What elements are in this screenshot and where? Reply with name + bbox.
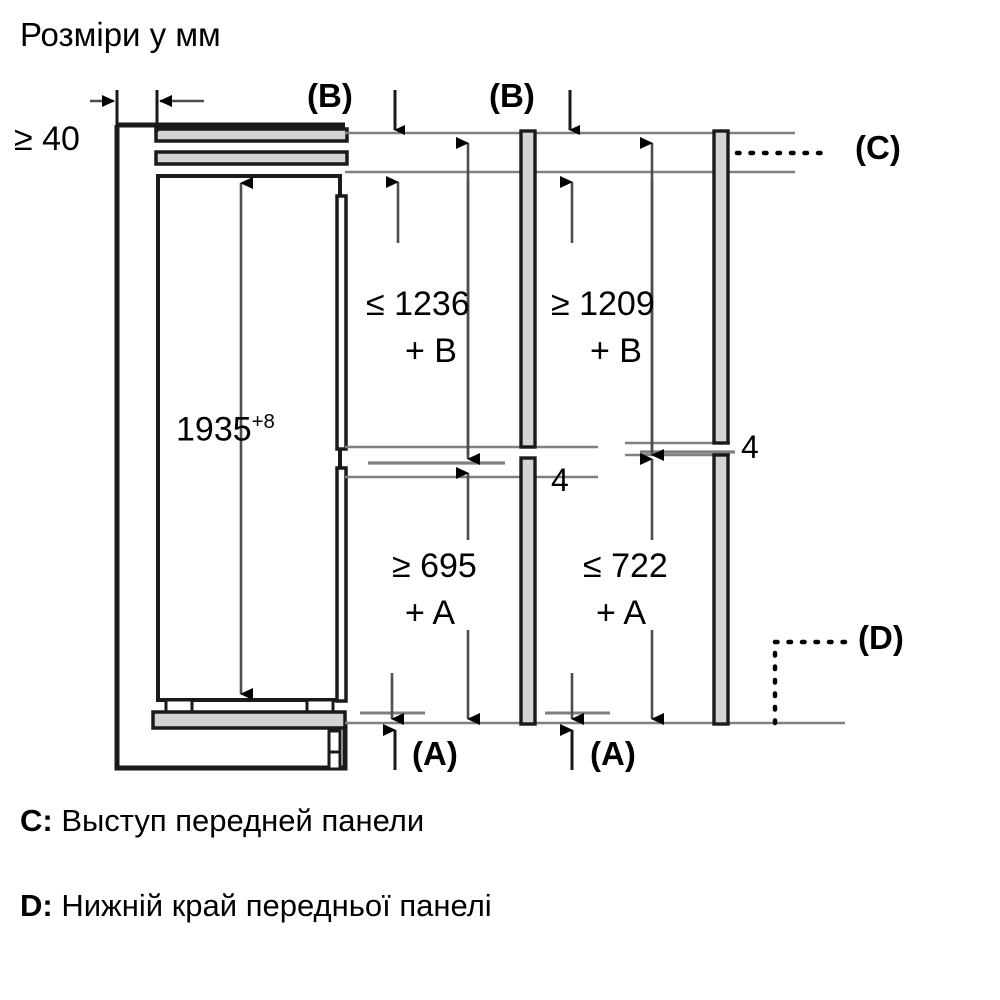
- legend-c-key: C:: [20, 803, 53, 838]
- label-col1-upper: ≤ 1236: [366, 285, 470, 323]
- label-col1-upper-plus: + B: [405, 332, 457, 370]
- top-panel-bar-2: [154, 150, 349, 166]
- panel-bar-middle-lower: [519, 456, 537, 726]
- notch-lower: [327, 750, 342, 771]
- bottom-plinth-bar: [151, 710, 347, 730]
- height-tolerance: +8: [251, 411, 275, 433]
- niche-dimension-diagram: [345, 90, 855, 770]
- legend-c-text: Выступ передней панели: [61, 803, 425, 838]
- callout-b-label-1: (B): [307, 77, 353, 114]
- panel-bar-right-upper: [712, 129, 730, 445]
- legend-d-key: D:: [20, 888, 53, 923]
- panel-bar-middle-upper: [519, 129, 537, 449]
- label-col1-lower: ≥ 695: [392, 547, 477, 585]
- callout-d-leader: [772, 639, 855, 726]
- callout-c-label: (C): [855, 129, 901, 166]
- label-col2-lower-plus: + A: [596, 594, 647, 632]
- label-left-clearance: ≥ 40: [14, 120, 80, 158]
- height-value: 1935: [176, 410, 252, 449]
- legend-item-d: D: Нижній край передньої панелі: [20, 890, 492, 921]
- label-col2-lower: ≤ 722: [583, 547, 668, 585]
- label-col2-upper-plus: + B: [590, 332, 642, 370]
- callout-a-label-2: (A): [590, 735, 636, 772]
- callout-b-label-2: (B): [489, 77, 535, 114]
- hinge-strip-lower: [335, 466, 348, 703]
- label-gap-right: 4: [741, 429, 759, 465]
- label-col1-lower-plus: + A: [405, 594, 456, 632]
- callout-a-label-1: (A): [412, 735, 458, 772]
- top-panel-bar-1: [154, 127, 349, 143]
- legend-item-c: C: Выступ передней панели: [20, 805, 424, 836]
- callout-d-label: (D): [858, 619, 904, 656]
- label-gap-middle: 4: [551, 462, 569, 498]
- legend-d-text: Нижній край передньої панелі: [61, 888, 492, 923]
- appliance-side-view: [114, 122, 349, 771]
- panel-bar-right-lower: [712, 453, 730, 726]
- hinge-strip-upper: [335, 194, 348, 451]
- label-appliance-height: 1935+8: [176, 410, 275, 449]
- page-title: Розміри у мм: [20, 16, 221, 53]
- clearance-dimension-40: [90, 90, 204, 132]
- cabinet-outline: [114, 125, 348, 771]
- label-col2-upper: ≥ 1209: [551, 285, 655, 323]
